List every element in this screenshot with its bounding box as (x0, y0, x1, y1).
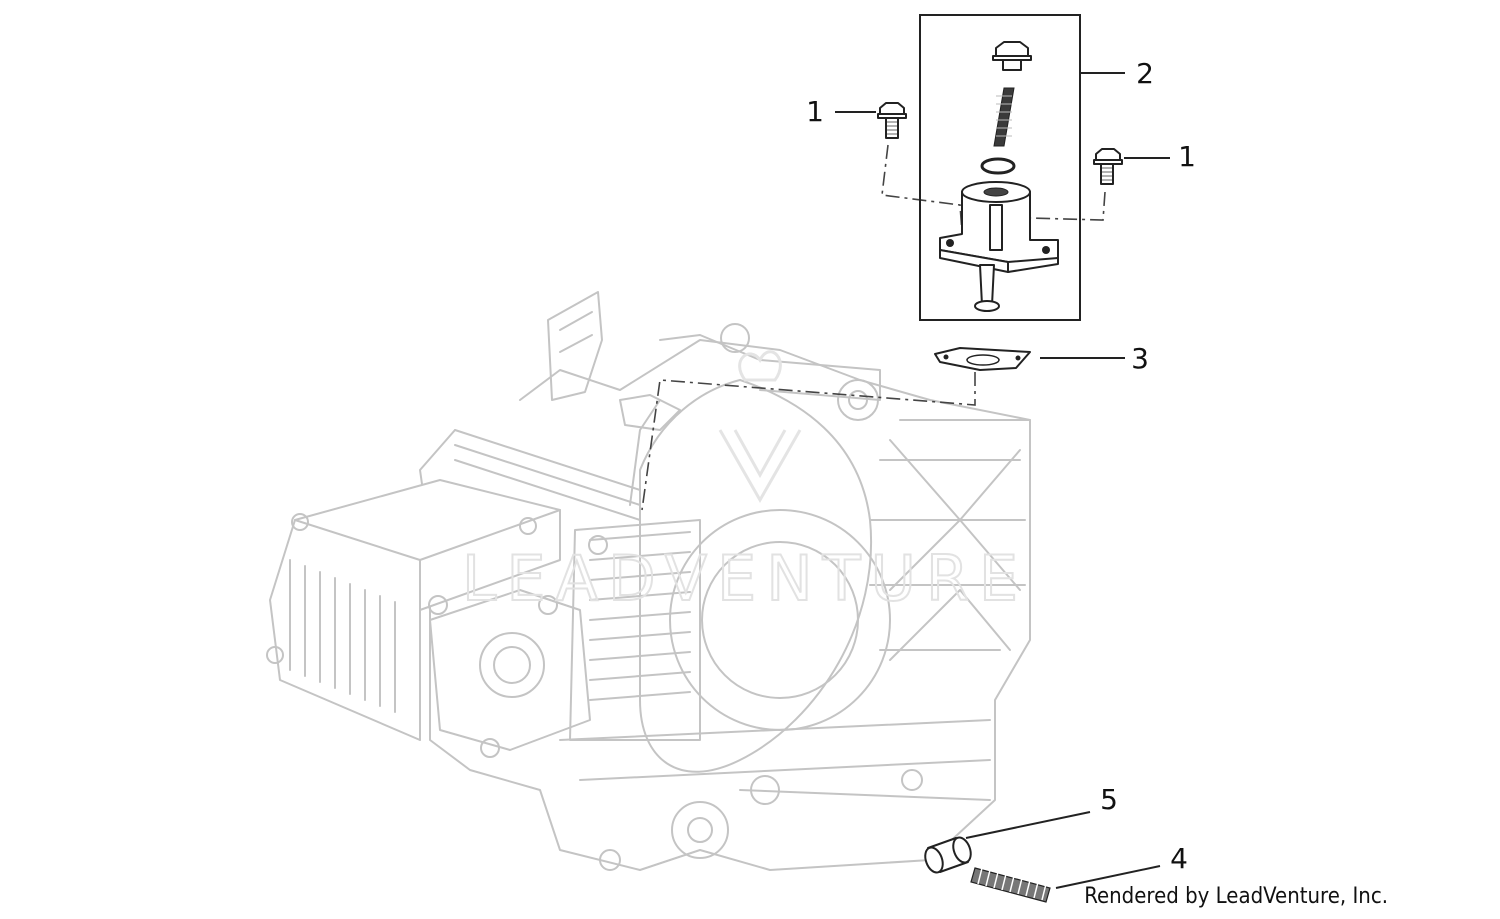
bolt-left (877, 102, 907, 139)
leader-lines (835, 72, 1170, 889)
callout-5: 5 (1100, 783, 1118, 816)
bushing (924, 836, 972, 874)
callout-1-left: 1 (806, 95, 824, 128)
callout-3: 3 (1131, 342, 1149, 375)
tensioner-body (939, 181, 1059, 273)
gasket (934, 347, 1031, 371)
tensioner-spring (993, 87, 1015, 147)
callout-1-right: 1 (1178, 140, 1196, 173)
tensioner-washer (980, 157, 1016, 175)
callout-2: 2 (1136, 57, 1154, 90)
tensioner-cap-bolt (992, 41, 1032, 71)
callout-4: 4 (1170, 842, 1188, 875)
tensioner-plunger (974, 264, 1000, 312)
callout-labels: 1 1 2 3 4 5 (806, 57, 1196, 875)
render-credit: Rendered by LeadVenture, Inc. (1084, 884, 1388, 909)
assembly-lines (641, 144, 1106, 511)
watermark: LEADVENTURE (461, 350, 1028, 616)
spring (970, 867, 1051, 903)
watermark-text: LEADVENTURE (462, 542, 1028, 615)
engine-outline (266, 291, 1031, 871)
bolt-right (1093, 148, 1123, 185)
assembly-box (919, 14, 1081, 321)
